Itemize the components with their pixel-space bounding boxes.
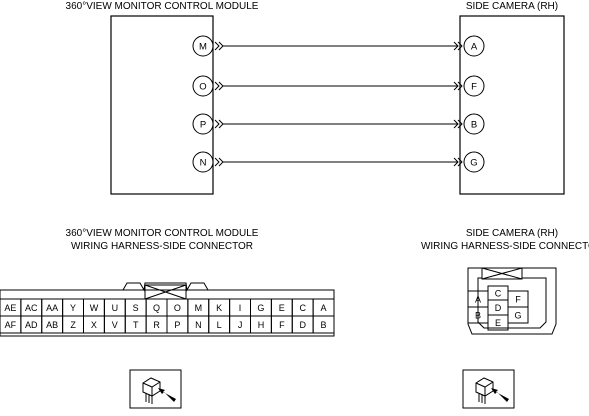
lock-tab-cross [481, 267, 523, 280]
module-pin-label: O [199, 82, 206, 93]
cavity-label: G [257, 303, 264, 313]
camera-connector-title-2: WIRING HARNESS-SIDE CONNECTOR [421, 241, 589, 252]
plug-chevron-icon [453, 81, 463, 91]
cavity-label: AF [5, 320, 17, 330]
connector-view-icon [462, 369, 515, 409]
cavity-label: AE [4, 303, 16, 313]
cavity-label: AB [46, 320, 58, 330]
camera-connector-title-1: SIDE CAMERA (RH) [466, 228, 558, 239]
module-pin-label: P [200, 120, 206, 131]
module-pin-terminal [192, 151, 214, 173]
camera-box [459, 15, 565, 195]
cavity-label: A [475, 295, 481, 305]
cavity-label: D [299, 320, 306, 330]
camera-pin-terminal [463, 113, 485, 135]
cavity-label: M [195, 303, 203, 313]
module-connector: AE AC AA Y W U S Q O M K I G E C A AF AD AB Z X V T R P N L J H F D B [0, 282, 335, 337]
connector-cell-grid: AE AC AA Y W U S Q O M K I G E C A AF AD AB Z X V T R P N L J H F D B [0, 298, 335, 334]
cavity-label: F [279, 320, 285, 330]
pin-cavity [507, 306, 529, 324]
camera-pin-label: G [470, 158, 477, 169]
cavity-label: C [299, 303, 306, 313]
cavity-label: Q [153, 303, 160, 313]
plug-chevron-icon [453, 157, 463, 167]
cavity-label: AD [25, 320, 38, 330]
camera-pin-label: F [471, 82, 477, 93]
cavity-label: A [321, 303, 327, 313]
module-box [110, 15, 214, 195]
cavity-label: L [217, 320, 222, 330]
cavity-label: O [174, 303, 181, 313]
camera-title: SIDE CAMERA (RH) [466, 1, 558, 12]
cavity-label: H [258, 320, 265, 330]
cavity-label: K [216, 303, 222, 313]
module-title: 360°VIEW MONITOR CONTROL MODULE [66, 1, 259, 12]
module-connector-title-1: 360°VIEW MONITOR CONTROL MODULE [66, 228, 259, 239]
camera-connector-inner [477, 277, 547, 329]
cavity-label: R [153, 320, 160, 330]
cavity-label: B [475, 311, 481, 321]
cavity-label: E [279, 303, 285, 313]
wire-2: O F [192, 75, 485, 97]
cavity-label: AC [25, 303, 38, 313]
camera-pin-terminal [463, 75, 485, 97]
cavity-label: E [495, 318, 501, 328]
module-pin-terminal [192, 113, 214, 135]
cavity-label: T [133, 320, 139, 330]
plug-chevron-icon [214, 41, 224, 51]
camera-connector-outer [467, 267, 557, 335]
wire-1: M A [192, 35, 485, 57]
module-pin-label: N [200, 158, 207, 169]
cavity-label: I [239, 303, 242, 313]
cavity-label: C [495, 289, 502, 299]
cavity-label: S [133, 303, 139, 313]
wire-3: P B [192, 113, 485, 135]
camera-pin-label: A [471, 42, 478, 53]
cavity-label: G [514, 311, 521, 321]
camera-pin-label: B [471, 120, 477, 131]
cavity-label: N [195, 320, 202, 330]
cavity-label: U [112, 303, 119, 313]
plug-chevron-icon [214, 157, 224, 167]
connector-view-icon [129, 369, 182, 409]
camera-connector: A B C D E F G [467, 267, 557, 335]
cavity-label: F [515, 295, 521, 305]
plug-chevron-icon [453, 119, 463, 129]
wire-4: N G [192, 151, 485, 173]
connector-latch [0, 282, 334, 292]
camera-pin-terminal [463, 151, 485, 173]
module-pin-label: M [199, 42, 207, 53]
cavity-label: W [90, 303, 99, 313]
plug-chevron-icon [453, 41, 463, 51]
cavity-label: V [112, 320, 118, 330]
plug-chevron-icon [214, 119, 224, 129]
cavity-label: J [238, 320, 243, 330]
cavity-label: AA [46, 303, 58, 313]
cavity-label: P [174, 320, 180, 330]
module-pin-terminal [192, 75, 214, 97]
cavity-label: X [91, 320, 97, 330]
module-connector-title-2: WIRING HARNESS-SIDE CONNECTOR [71, 241, 253, 252]
lock-tab-cross [144, 284, 187, 300]
cavity-label: Z [70, 320, 76, 330]
plug-chevron-icon [214, 81, 224, 91]
connector-cavity [312, 315, 335, 334]
camera-pin-terminal [463, 35, 485, 57]
cavity-label: D [495, 303, 502, 313]
module-pin-terminal [192, 35, 214, 57]
cavity-label: Y [70, 303, 76, 313]
cavity-label: B [321, 320, 327, 330]
